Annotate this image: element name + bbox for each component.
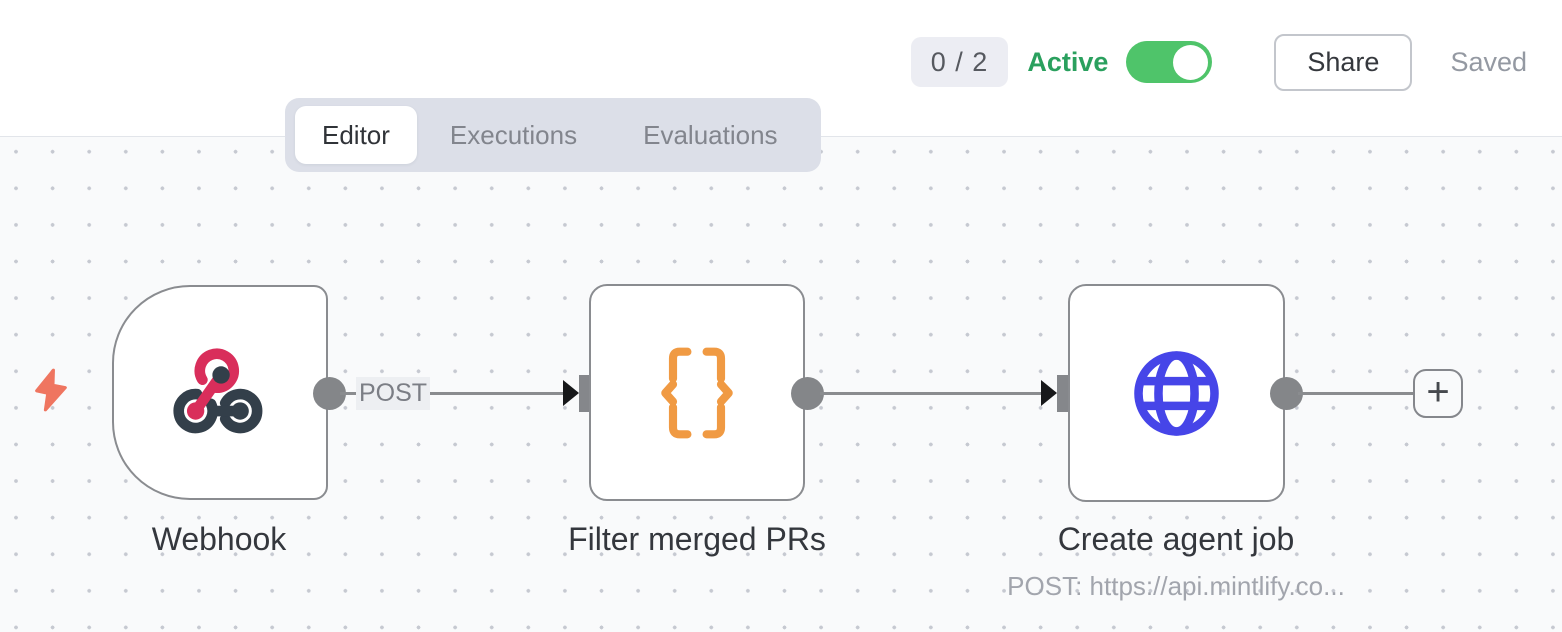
node-subtitle-create-agent-job: POST: https://api.mintlify.co... xyxy=(1007,571,1345,601)
connection-webhook-filter[interactable] xyxy=(340,391,564,395)
save-status: Saved xyxy=(1450,46,1527,77)
connection-stub xyxy=(1298,391,1414,395)
connection-arrowhead xyxy=(563,380,579,406)
node-filter-merged-prs[interactable] xyxy=(589,284,805,501)
workflow-canvas[interactable]: POST xyxy=(0,136,1562,632)
header-actions: 0 / 2 Active Share Saved xyxy=(910,0,1527,124)
node-webhook[interactable] xyxy=(112,285,328,500)
tab-evaluations[interactable]: Evaluations xyxy=(643,119,778,150)
tab-editor[interactable]: Editor xyxy=(295,106,417,164)
active-toggle[interactable] xyxy=(1126,41,1213,83)
toggle-knob xyxy=(1173,44,1209,80)
connection-filter-http[interactable] xyxy=(820,391,1042,395)
http-output-connector[interactable] xyxy=(1269,376,1303,410)
connection-arrowhead xyxy=(1041,380,1057,406)
webhook-icon xyxy=(173,348,263,433)
globe-icon xyxy=(1134,350,1219,436)
node-label-filter: Filter merged PRs xyxy=(568,521,826,557)
share-button[interactable]: Share xyxy=(1274,33,1413,91)
curly-braces-icon xyxy=(661,347,733,438)
view-tabbar: Editor Executions Evaluations xyxy=(285,98,821,172)
add-node-button[interactable]: + xyxy=(1413,369,1463,418)
active-label: Active xyxy=(1027,46,1109,77)
filter-output-connector[interactable] xyxy=(790,376,824,410)
tab-executions[interactable]: Executions xyxy=(449,119,578,150)
node-label-create-agent-job: Create agent job xyxy=(1057,521,1295,557)
node-create-agent-job[interactable] xyxy=(1068,284,1285,502)
issue-counter-badge: 0 / 2 xyxy=(910,37,1009,87)
connection-post-label: POST xyxy=(356,377,430,410)
node-label-webhook: Webhook xyxy=(151,521,287,557)
trigger-bolt-icon xyxy=(35,368,67,412)
